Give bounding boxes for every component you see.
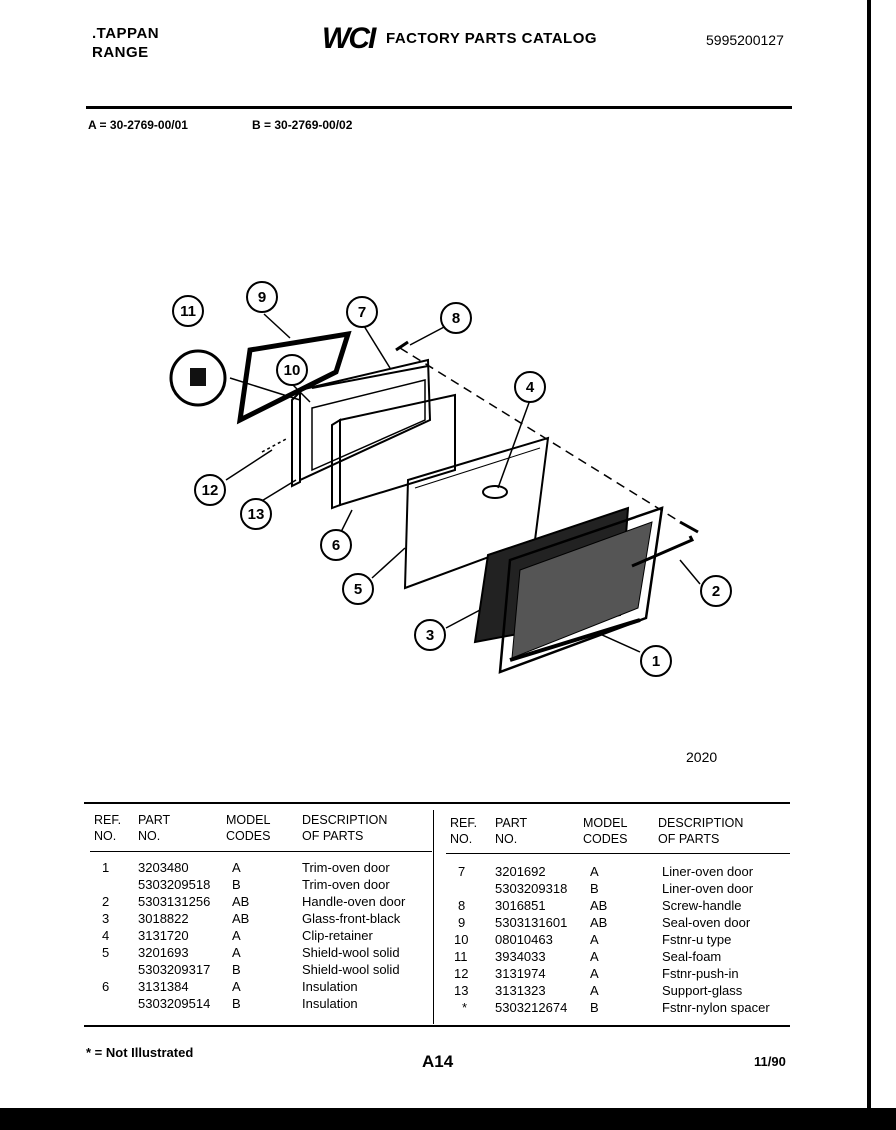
scan-border-bottom [0,1108,896,1130]
model-a-label: A = 30-2769-00/01 [88,118,188,132]
callout-10: 10 [276,354,308,386]
table-top-rule [84,802,790,804]
brand-block: .TAPPAN RANGE [92,24,159,62]
model-b-label: B = 30-2769-00/02 [252,118,353,132]
callout-7: 7 [346,296,378,328]
catalog-number: 5995200127 [706,32,784,48]
figure-number: 2020 [686,749,718,765]
part-handle [631,535,695,568]
table-divider [433,810,434,1024]
part-trim [498,506,664,674]
page-code: A14 [422,1052,454,1071]
svg-text:1: 1 [652,653,660,670]
svg-text:13: 13 [248,506,265,523]
callout-13: 13 [240,498,272,530]
callout-9: 9 [246,281,278,313]
callout-2: 2 [700,575,732,607]
svg-text:3: 3 [426,627,434,644]
foam-seal-inset [169,349,227,407]
foam-seal-icon [190,368,206,386]
part-seal [236,330,352,425]
callout-1: 1 [640,645,672,677]
svg-text:8: 8 [452,310,460,327]
callout-5: 5 [342,573,374,605]
header-ref-right: REF.NO. [450,816,478,846]
svg-text:12: 12 [202,482,219,499]
svg-text:10: 10 [284,362,301,379]
product-type: RANGE [92,44,149,61]
header-rule [86,106,792,109]
svg-text:7: 7 [358,304,366,321]
exploded-parts-diagram: 1 2 3 4 5 6 7 8 9 10 11 12 13 [169,281,732,677]
revision-date: 11/90 [754,1054,786,1069]
wci-logo: WCI [322,22,376,55]
brand-name: .TAPPAN [92,25,160,42]
svg-text:2: 2 [712,583,720,600]
table-header-rule-left [90,851,432,852]
svg-text:9: 9 [258,289,266,306]
svg-text:4: 4 [526,379,535,396]
table-bottom-rule [84,1025,790,1027]
callout-12: 12 [194,474,226,506]
part-clip [482,485,508,499]
callout-8: 8 [440,302,472,334]
svg-text:11: 11 [180,303,196,320]
callout-3: 3 [414,619,446,651]
not-illustrated-note: * = Not Illustrated [86,1045,194,1060]
callout-11: 11 [172,295,204,327]
svg-text:5: 5 [354,581,362,598]
scan-border-right [867,0,871,1130]
callout-4: 4 [514,371,546,403]
svg-text:6: 6 [332,537,340,554]
table-header-rule-right [446,853,790,854]
header-ref-left: REF.NO. [94,813,122,843]
callout-6: 6 [320,529,352,561]
catalog-title: FACTORY PARTS CATALOG [386,30,598,47]
